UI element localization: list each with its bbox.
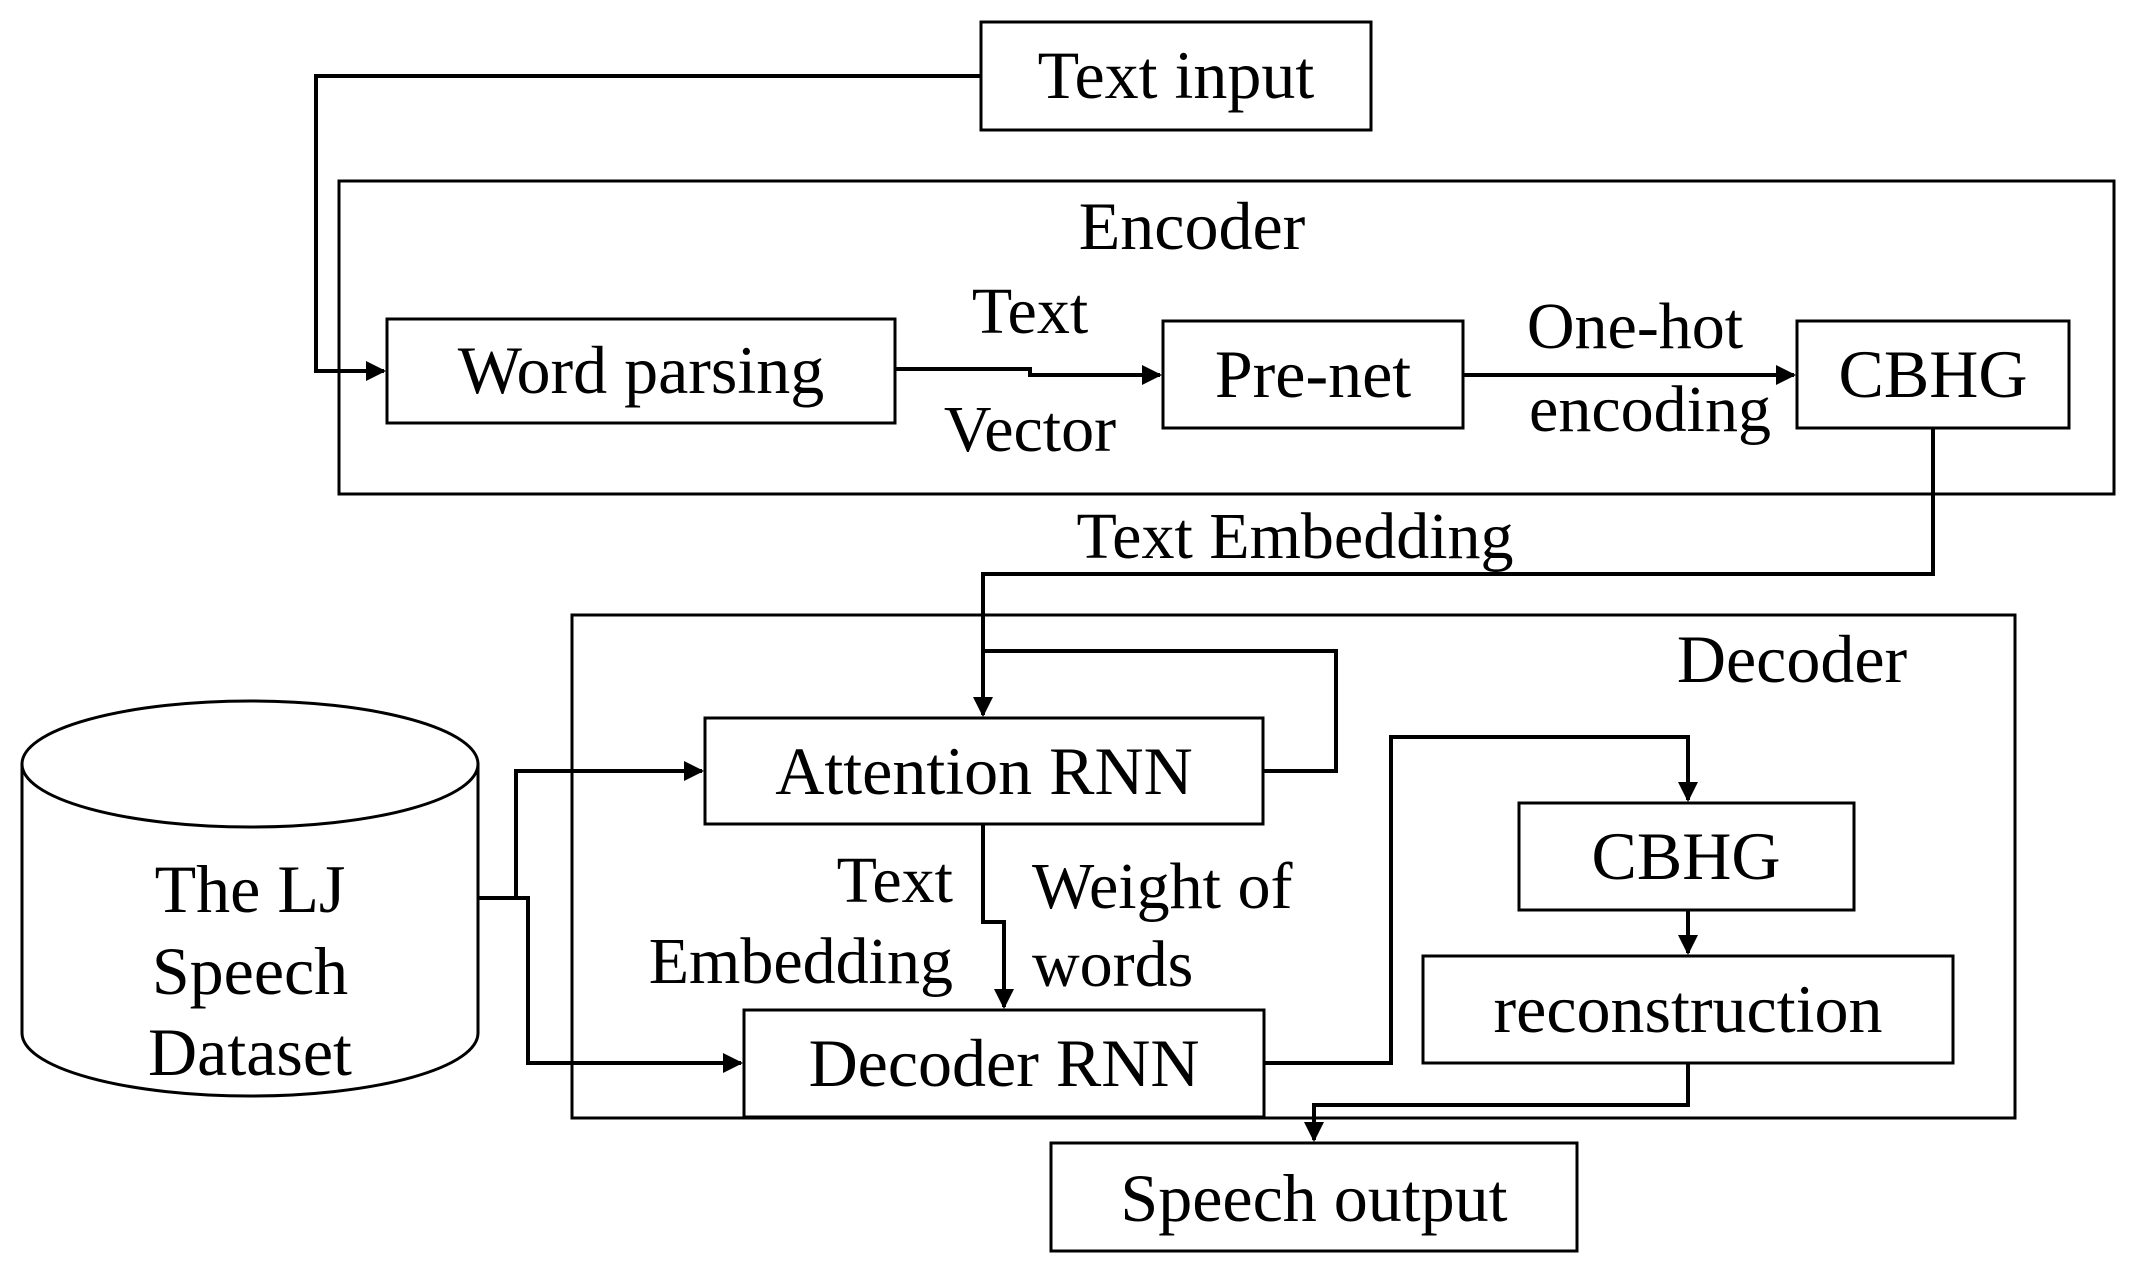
- decoder-group: [570, 613, 2017, 1120]
- dataset-label-line-3: Dataset: [148, 1014, 352, 1090]
- edge-label-text-embedding: Text Embedding: [1076, 500, 1513, 573]
- text-input-label: Text input: [1038, 37, 1315, 113]
- cbhg-decoder-label: CBHG: [1592, 818, 1781, 894]
- word-parsing-node: [385, 317, 897, 425]
- edge-label-weight-of: Weight of: [1032, 850, 1292, 923]
- edge-dataset-to-attention-rnn: [478, 761, 704, 900]
- reconstruction-node: [1421, 954, 1955, 1065]
- edge-label-inner-text: Text: [837, 844, 953, 917]
- decoder-rnn-node: [742, 1008, 1266, 1119]
- edge-reconstruction-to-speech-output: [1304, 1063, 1690, 1142]
- edge-label-inner-embedding: Embedding: [649, 925, 953, 998]
- cbhg-encoder-label: CBHG: [1839, 336, 2028, 412]
- word-parsing-label: Word parsing: [458, 332, 825, 408]
- edge-dataset-to-decoder-rnn: [478, 896, 743, 1073]
- dataset-cylinder-body: [20, 764, 480, 1098]
- dataset-cylinder-top: [20, 699, 480, 829]
- cbhg-encoder-node: [1795, 319, 2071, 430]
- dataset-label-line-1: The LJ: [155, 851, 346, 927]
- edge-label-vector: Vector: [944, 393, 1116, 466]
- encoder-group-label: Encoder: [1079, 188, 1306, 264]
- text-input-node: [979, 20, 1373, 132]
- speech-output-node: [1049, 1141, 1579, 1253]
- attention-rnn-label: Attention RNN: [775, 733, 1192, 809]
- decoder-rnn-label: Decoder RNN: [809, 1025, 1200, 1101]
- pre-net-label: Pre-net: [1215, 336, 1411, 412]
- encoder-group: [337, 179, 2116, 496]
- dataset-cylinder-node: The LJ Speech Dataset: [20, 699, 480, 1098]
- edge-decoder-rnn-to-cbhg: [1264, 735, 1698, 1065]
- edge-label-words: words: [1032, 928, 1193, 1001]
- edge-attention-rnn-feedback: [983, 649, 1338, 773]
- decoder-group-label: Decoder: [1677, 621, 1908, 697]
- speech-output-label: Speech output: [1120, 1160, 1507, 1236]
- pre-net-node: [1161, 319, 1465, 430]
- edge-label-encoding: encoding: [1529, 373, 1771, 446]
- attention-rnn-node: [703, 716, 1265, 826]
- edge-label-text: Text: [972, 275, 1088, 348]
- edge-attention-rnn-to-decoder-rnn: [981, 824, 1014, 1009]
- edge-label-one-hot: One-hot: [1527, 290, 1743, 363]
- reconstruction-label: reconstruction: [1494, 971, 1883, 1047]
- dataset-label-line-2: Speech: [152, 933, 348, 1009]
- edge-text-input-to-word-parsing: [314, 74, 981, 381]
- edge-word-parsing-to-pre-net: [895, 365, 1162, 385]
- cbhg-decoder-node: [1517, 801, 1856, 912]
- edge-cbhg-to-attention-rnn: [973, 428, 1935, 717]
